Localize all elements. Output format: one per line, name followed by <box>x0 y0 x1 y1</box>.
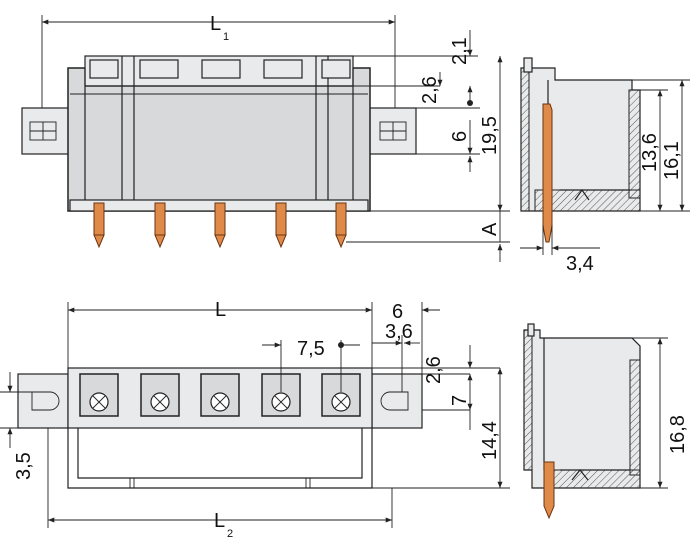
dim-2-6: 2,6 <box>419 76 441 104</box>
top-view-dimensions: L 6 3,6 7,5 2,6 7 14,4 <box>0 299 510 540</box>
dim-l2-label: L <box>214 510 225 532</box>
clamp-unit <box>79 373 119 417</box>
dim-2-6-bottom: 2,6 <box>423 356 445 384</box>
dim-6-top: 6 <box>392 301 403 323</box>
dim-3-6: 3,6 <box>385 321 413 343</box>
dim-16-8: 16,8 <box>667 415 689 454</box>
side-dimensions-top: 13,6 16,1 3,4 <box>520 79 690 275</box>
front-pins <box>93 202 347 249</box>
dim-3-4: 3,4 <box>566 253 594 275</box>
side-pin <box>542 103 553 243</box>
dim-6: 6 <box>449 131 471 142</box>
bottom-side-housing <box>523 329 641 489</box>
dim-13-6: 13,6 <box>639 133 661 172</box>
pin <box>335 202 347 249</box>
bottom-right-flange <box>371 373 423 429</box>
dim-7: 7 <box>449 395 471 406</box>
dim-l2-subscript: 2 <box>227 528 233 540</box>
dim-16-1: 16,1 <box>661 141 683 180</box>
bottom-side-pin <box>543 461 555 520</box>
side-view-top <box>520 57 641 243</box>
side-view-bottom <box>523 323 641 520</box>
dim-l: L <box>215 299 226 321</box>
dim-7-5: 7,5 <box>297 338 325 360</box>
dim-19-5: 19,5 <box>479 116 501 155</box>
front-housing <box>67 67 371 212</box>
dim-a: A <box>479 222 501 236</box>
dim-l1-subscript: 1 <box>223 31 229 43</box>
front-dimensions: L 1 2,1 2,6 6 19,5 A <box>41 13 510 262</box>
pin <box>275 202 287 249</box>
pin <box>214 202 226 249</box>
side-dimensions-bottom: 16,8 <box>632 337 689 489</box>
pin <box>93 202 105 249</box>
bottom-left-flange <box>17 373 69 429</box>
dim-3-5: 3,5 <box>13 452 35 480</box>
dim-2-1: 2,1 <box>449 37 471 65</box>
front-view <box>21 55 417 212</box>
top-view <box>17 367 423 489</box>
clamp-unit <box>200 373 240 417</box>
clamp-unit <box>321 373 361 417</box>
clamp-unit <box>140 373 180 417</box>
dim-14-4: 14,4 <box>479 421 501 460</box>
dim-l1-label: L <box>210 13 221 35</box>
pin <box>154 202 166 249</box>
